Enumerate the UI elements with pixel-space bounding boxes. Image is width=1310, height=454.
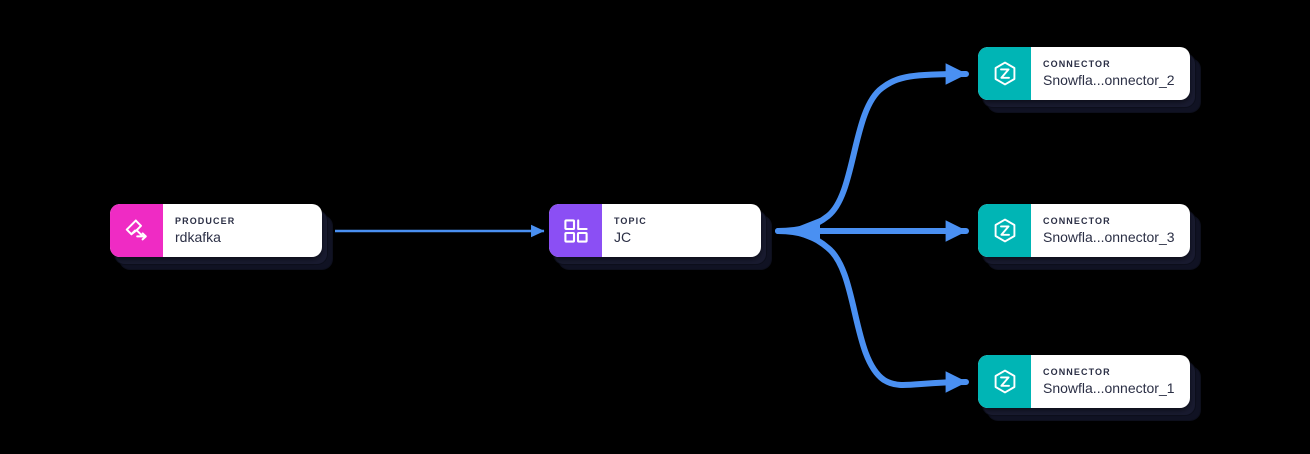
node-connector-3[interactable]: CONNECTOR Snowfla...onnector_3	[978, 204, 1200, 269]
connector-card[interactable]: CONNECTOR Snowfla...onnector_2	[978, 47, 1190, 100]
producer-card[interactable]: PRODUCER rdkafka	[110, 204, 322, 257]
connector-card-body: CONNECTOR Snowfla...onnector_3	[1031, 204, 1190, 257]
connector-card-body: CONNECTOR Snowfla...onnector_1	[1031, 355, 1190, 408]
snowflake-connector-icon	[991, 368, 1019, 396]
snowflake-connector-icon	[991, 217, 1019, 245]
connector-name-label: Snowfla...onnector_2	[1043, 72, 1175, 88]
topic-grid-icon	[562, 217, 590, 245]
topic-name-label: JC	[614, 229, 632, 245]
connector-name-label: Snowfla...onnector_3	[1043, 229, 1175, 245]
topic-kind-label: TOPIC	[614, 216, 647, 226]
edge-junction-arrowhead	[787, 218, 820, 244]
connector-kind-label: CONNECTOR	[1043, 367, 1111, 377]
producer-icon-pane	[110, 204, 163, 257]
connector-card[interactable]: CONNECTOR Snowfla...onnector_1	[978, 355, 1190, 408]
producer-card-body: PRODUCER rdkafka	[163, 204, 322, 257]
connector-name-label: Snowfla...onnector_1	[1043, 380, 1175, 396]
connector-kind-label: CONNECTOR	[1043, 216, 1111, 226]
topic-card[interactable]: TOPIC JC	[549, 204, 761, 257]
connector-card-body: CONNECTOR Snowfla...onnector_2	[1031, 47, 1190, 100]
topic-card-body: TOPIC JC	[602, 204, 761, 257]
connector-icon-pane	[978, 204, 1031, 257]
connector-kind-label: CONNECTOR	[1043, 59, 1111, 69]
topic-icon-pane	[549, 204, 602, 257]
connector-card[interactable]: CONNECTOR Snowfla...onnector_3	[978, 204, 1190, 257]
node-producer[interactable]: PRODUCER rdkafka	[110, 204, 332, 269]
node-connector-2[interactable]: CONNECTOR Snowfla...onnector_2	[978, 47, 1200, 112]
edge-topic-to-connector-1	[775, 228, 969, 393]
producer-name-label: rdkafka	[175, 229, 221, 245]
node-topic[interactable]: TOPIC JC	[549, 204, 771, 269]
connector-icon-pane	[978, 355, 1031, 408]
producer-kind-label: PRODUCER	[175, 216, 236, 226]
snowflake-connector-icon	[991, 60, 1019, 88]
producer-flow-icon	[123, 217, 151, 245]
node-connector-1[interactable]: CONNECTOR Snowfla...onnector_1	[978, 355, 1200, 420]
connector-icon-pane	[978, 47, 1031, 100]
edge-topic-to-connector-2	[775, 63, 969, 234]
